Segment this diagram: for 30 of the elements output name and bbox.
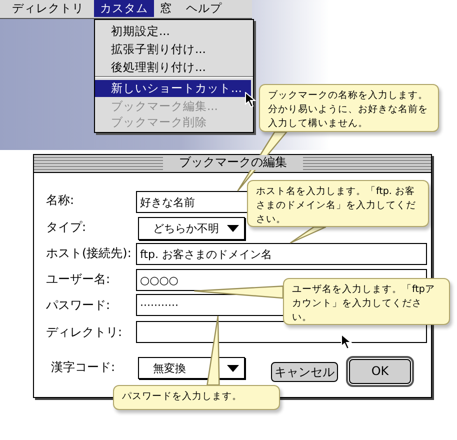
field-label: ディレクトリ: (46, 325, 122, 340)
menu-item: 窓 (160, 0, 172, 17)
field-label: 名称: (46, 193, 74, 208)
menu-title: カスタム (94, 0, 154, 17)
callout-tail (194, 285, 284, 299)
text-field: 好きな名前 (136, 191, 249, 213)
menu-item: ヘルプ (186, 0, 222, 17)
push-button: キャンセル (271, 362, 338, 382)
push-button: OK (349, 359, 411, 384)
callout-tail (237, 131, 288, 192)
menu-item: ブックマーク削除 (110, 114, 208, 131)
field-label: 漢字コード: (51, 360, 116, 375)
callout-tail (290, 226, 326, 244)
field-label: パスワード: (46, 298, 110, 313)
help-tooltip: ユーザ名を入力します。「ftpアカウント」を入力してください。 (283, 278, 450, 325)
field-label: ユーザー名: (46, 272, 110, 287)
menu-item: 後処理割り付け... (110, 59, 207, 76)
popup-menu: どちらか不明 (138, 217, 245, 240)
text-field: ··········· (136, 294, 285, 316)
menu-item: 新しいショートカット... (95, 80, 251, 97)
field-label: ホスト(接続先): (46, 246, 132, 261)
popup-menu: 無変換 (138, 357, 245, 379)
text-field: ftp. お客さまのドメイン名 (136, 243, 427, 265)
menu-item: ブックマーク編集... (110, 98, 219, 115)
menu-item: ディレクトリ (12, 0, 84, 17)
field-label: タイプ: (46, 220, 86, 235)
dialog-title: ブックマークの編集 (163, 155, 303, 170)
menu-item: 初期設定... (110, 23, 171, 40)
menu-item: 拡張子割り付け... (110, 41, 207, 58)
callout-tail (206, 315, 220, 386)
